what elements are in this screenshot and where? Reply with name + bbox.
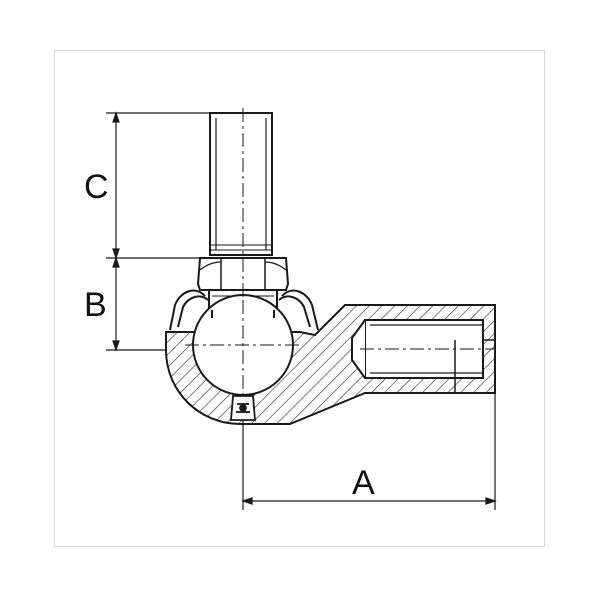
dimension-label-a: A xyxy=(352,464,375,502)
drawing-frame xyxy=(54,50,545,547)
center-lines xyxy=(185,108,495,395)
dimension-label-b: B xyxy=(84,286,107,324)
spring-clip xyxy=(169,289,319,331)
dimension-bottom xyxy=(241,393,497,510)
threaded-stud xyxy=(209,112,273,256)
dimension-label-c: C xyxy=(84,168,109,206)
dimension-left xyxy=(106,111,212,352)
bottom-plug xyxy=(230,395,256,421)
hex-nut xyxy=(196,257,290,291)
